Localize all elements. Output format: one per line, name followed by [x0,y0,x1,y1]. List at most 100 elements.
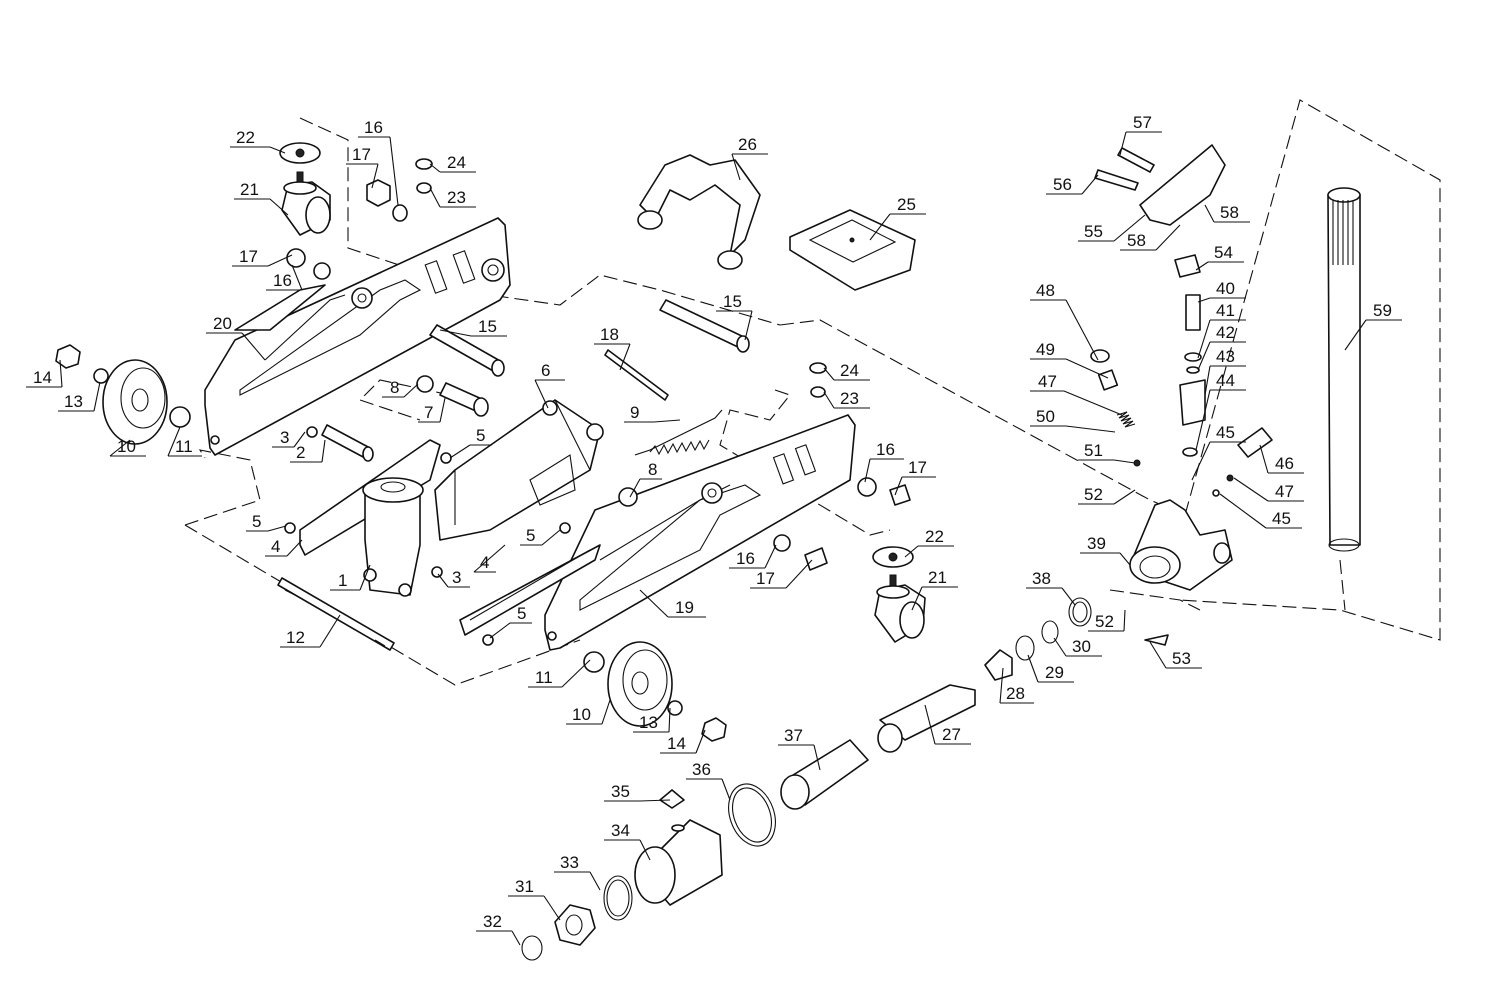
label-15: 15 [723,292,742,311]
label-58: 58 [1220,203,1239,222]
label-20: 20 [213,314,232,333]
leader-line-42 [1197,341,1246,371]
label-22: 22 [236,128,255,147]
label-6: 6 [541,361,550,380]
label-14: 14 [667,734,686,753]
leader-line-48 [1030,299,1099,361]
label-24: 24 [447,153,466,172]
leader-line-14 [660,729,706,754]
release-valve-parts [1090,349,1273,497]
leader-line-53 [1149,641,1202,669]
leader-line-32 [476,930,521,946]
handle-socket-assembly [1094,144,1226,457]
label-12: 12 [286,628,305,647]
leader-line-36 [686,778,731,801]
label-47: 47 [1275,482,1294,501]
leader-line-30 [1053,637,1102,657]
label-18: 18 [600,325,619,344]
label-43: 43 [1216,347,1235,366]
label-45: 45 [1272,509,1291,528]
label-24: 24 [840,361,859,380]
label-5: 5 [517,604,526,623]
leader-line-28 [999,667,1034,704]
leader-line-15 [439,329,507,337]
label-17: 17 [239,247,258,266]
label-17: 17 [756,569,775,588]
label-35: 35 [611,782,630,801]
rear-wheel-left [55,344,191,445]
rear-wheel-right [583,641,727,742]
leader-line-40 [1197,297,1246,303]
label-13: 13 [64,392,83,411]
label-52: 52 [1095,612,1114,631]
label-16: 16 [273,271,292,290]
leader-line-14 [26,359,63,388]
leader-line-58 [1120,224,1181,251]
leader-line-56 [1046,174,1099,195]
leader-line-23 [429,187,476,208]
leader-line-52 [1088,609,1126,632]
leader-line-51 [1078,459,1136,464]
leader-line-55 [1078,214,1146,242]
leader-line-50 [1030,425,1116,433]
leader-line-8 [629,478,662,498]
small-hardware [284,158,911,646]
label-58: 58 [1127,231,1146,250]
leader-line-17 [346,163,379,189]
label-44: 44 [1216,371,1235,390]
label-11: 11 [175,437,193,456]
label-10: 10 [117,437,136,456]
label-2: 2 [296,443,305,462]
front-axle [277,577,395,651]
leader-line-43 [1204,365,1246,396]
leader-line-23 [823,391,870,409]
label-56: 56 [1053,175,1072,194]
leader-line-13 [58,381,101,412]
label-57: 57 [1133,113,1152,132]
label-13: 13 [639,713,658,732]
label-8: 8 [390,378,399,397]
leader-line-41 [1197,319,1246,359]
leader-line-58 [1204,204,1250,223]
leader-line-5 [489,622,532,639]
leader-line-5 [449,444,492,459]
leader-line-44 [1195,389,1246,451]
leader-line-35 [604,799,671,802]
leader-line-13 [633,707,671,733]
label-27: 27 [942,725,961,744]
leader-line-47 [1233,477,1304,502]
leader-line-4 [265,539,303,557]
leader-line-16 [266,264,303,291]
leader-line-21 [234,198,289,216]
leader-line-3 [272,431,306,448]
leader-line-37 [778,744,821,771]
label-3: 3 [452,568,461,587]
label-26: 26 [738,135,757,154]
label-53: 53 [1172,649,1191,668]
caster-right [872,546,926,643]
front-saddle-assembly [299,439,601,636]
label-23: 23 [840,389,859,408]
leader-line-49 [1030,358,1109,379]
leader-line-20 [206,332,266,361]
label-29: 29 [1045,663,1064,682]
label-9: 9 [630,403,639,422]
leader-line-5 [520,529,561,546]
label-28: 28 [1006,684,1025,703]
label-16: 16 [364,118,383,137]
leader-lines [26,131,1402,946]
leader-line-38 [1026,587,1076,606]
leader-line-45 [1191,441,1246,481]
leader-line-8 [382,383,419,398]
label-51: 51 [1084,441,1103,460]
saddle-pad [789,209,916,291]
leader-line-33 [554,871,601,891]
leader-line-19 [639,589,706,618]
pump-housing [1129,499,1233,591]
leader-line-1 [330,564,371,591]
label-19: 19 [675,598,694,617]
label-17: 17 [352,145,371,164]
label-41: 41 [1216,301,1235,320]
leader-line-16 [729,544,777,569]
